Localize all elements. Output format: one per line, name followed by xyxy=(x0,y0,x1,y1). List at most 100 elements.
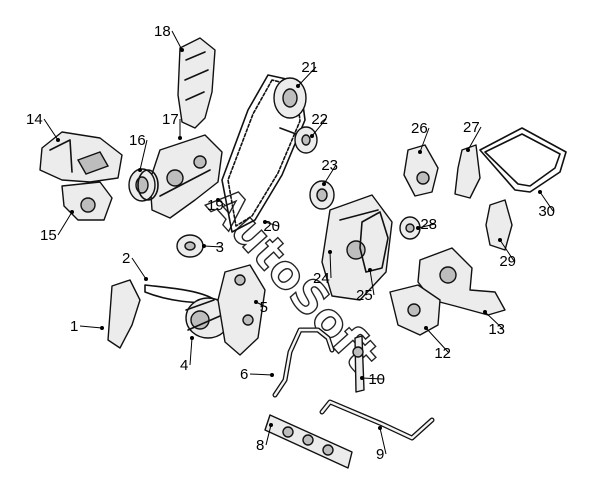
callout-number: 5 xyxy=(260,299,268,316)
part-guide-pulley xyxy=(309,180,335,210)
callout-number: 22 xyxy=(311,111,328,128)
part-oil-pump xyxy=(417,247,506,316)
callout-number: 21 xyxy=(301,59,318,76)
callout-28: 28 xyxy=(416,216,437,233)
callout-leader-line xyxy=(369,269,375,296)
callout-number: 23 xyxy=(321,157,338,174)
callout-dot xyxy=(296,84,300,88)
callout-leader-line xyxy=(131,257,147,280)
callout-leader-line xyxy=(499,239,515,262)
part-pressure-pipe xyxy=(319,399,435,441)
callout-number: 3 xyxy=(216,239,224,256)
callout-dot xyxy=(269,423,273,427)
callout-dot xyxy=(190,336,194,340)
callout-dot xyxy=(360,376,364,380)
callout-dot xyxy=(498,238,502,242)
callout-leader-line xyxy=(249,373,273,376)
callout-dot xyxy=(378,426,382,430)
callout-leader-line xyxy=(265,424,272,446)
part-tensioner-pulley xyxy=(128,168,159,202)
part-roller xyxy=(176,234,204,258)
callout-24: 24 xyxy=(313,250,332,287)
callout-number: 19 xyxy=(207,197,224,214)
callout-15: 15 xyxy=(40,210,74,244)
part-sensor-bracket xyxy=(403,144,439,197)
callout-number: 14 xyxy=(26,111,43,128)
part-auxiliary-bracket xyxy=(454,144,481,199)
callout-leader-line xyxy=(311,118,327,137)
callout-leader-line xyxy=(189,337,193,366)
callout-8: 8 xyxy=(256,423,273,454)
callout-dot xyxy=(138,168,142,172)
callout-leader-line xyxy=(297,66,317,87)
callout-dot xyxy=(180,48,184,52)
callout-number: 20 xyxy=(263,218,280,235)
callout-dot xyxy=(328,250,332,254)
callout-2: 2 xyxy=(122,250,148,281)
callout-5: 5 xyxy=(254,299,268,316)
callout-3: 3 xyxy=(202,239,224,256)
callout-number: 6 xyxy=(240,366,248,383)
callout-leader-line xyxy=(361,377,384,380)
callout-dot xyxy=(202,244,206,248)
callout-number: 24 xyxy=(313,270,330,287)
callout-dot xyxy=(216,198,220,202)
callout-number: 2 xyxy=(122,250,130,267)
part-front-engine-cover xyxy=(321,194,393,301)
part-upper-mount xyxy=(39,131,123,183)
callout-leader-line xyxy=(264,221,279,227)
callout-dot xyxy=(418,150,422,154)
part-upper-timing-cover xyxy=(177,37,216,129)
part-camshaft-pulley xyxy=(273,77,307,119)
callout-leader-line xyxy=(57,211,73,236)
callout-number: 9 xyxy=(376,446,384,463)
callout-1: 1 xyxy=(70,318,104,335)
callout-layer: 1234568910121314151617181920212223242526… xyxy=(26,23,555,463)
callout-number: 28 xyxy=(420,216,437,233)
callout-27: 27 xyxy=(463,119,482,152)
callout-26: 26 xyxy=(411,120,430,154)
callout-leader-line xyxy=(329,251,332,279)
callout-number: 12 xyxy=(434,345,451,362)
callout-number: 18 xyxy=(154,23,171,40)
callout-dot xyxy=(270,373,274,377)
callout-dot xyxy=(254,300,258,304)
callout-number: 26 xyxy=(411,120,428,137)
callout-leader-line xyxy=(467,126,482,151)
callout-14: 14 xyxy=(26,111,60,142)
callout-dot xyxy=(70,210,74,214)
callout-19: 19 xyxy=(207,197,226,214)
callout-18: 18 xyxy=(154,23,184,52)
callout-21: 21 xyxy=(296,59,318,88)
callout-16: 16 xyxy=(129,132,148,172)
callout-dot xyxy=(310,134,314,138)
callout-leader-line xyxy=(323,164,337,185)
part-heat-shield xyxy=(107,279,141,349)
callout-leader-line xyxy=(539,191,554,212)
callout-leader-line xyxy=(425,327,450,354)
part-lower-bracket xyxy=(485,199,513,251)
callout-13: 13 xyxy=(483,310,505,338)
callout-dot xyxy=(483,310,487,314)
callout-dot xyxy=(416,226,420,230)
part-fuel-rail xyxy=(264,414,353,469)
callout-dot xyxy=(144,277,148,281)
callout-leader-line xyxy=(79,325,103,329)
callout-6: 6 xyxy=(240,366,274,383)
callout-22: 22 xyxy=(310,111,328,138)
part-accessory-belt xyxy=(479,127,567,193)
part-alternator-bracket xyxy=(217,264,266,356)
part-idler-pulley xyxy=(279,126,318,154)
callout-dot xyxy=(100,326,104,330)
callout-23: 23 xyxy=(321,157,338,186)
callout-25: 25 xyxy=(356,268,375,304)
callout-12: 12 xyxy=(424,326,451,362)
callout-leader-line xyxy=(139,139,148,171)
callout-number: 27 xyxy=(463,119,480,136)
callout-20: 20 xyxy=(263,218,280,235)
callout-number: 15 xyxy=(40,227,57,244)
callout-number: 25 xyxy=(356,287,373,304)
callout-number: 30 xyxy=(538,203,555,220)
callout-dot xyxy=(466,148,470,152)
